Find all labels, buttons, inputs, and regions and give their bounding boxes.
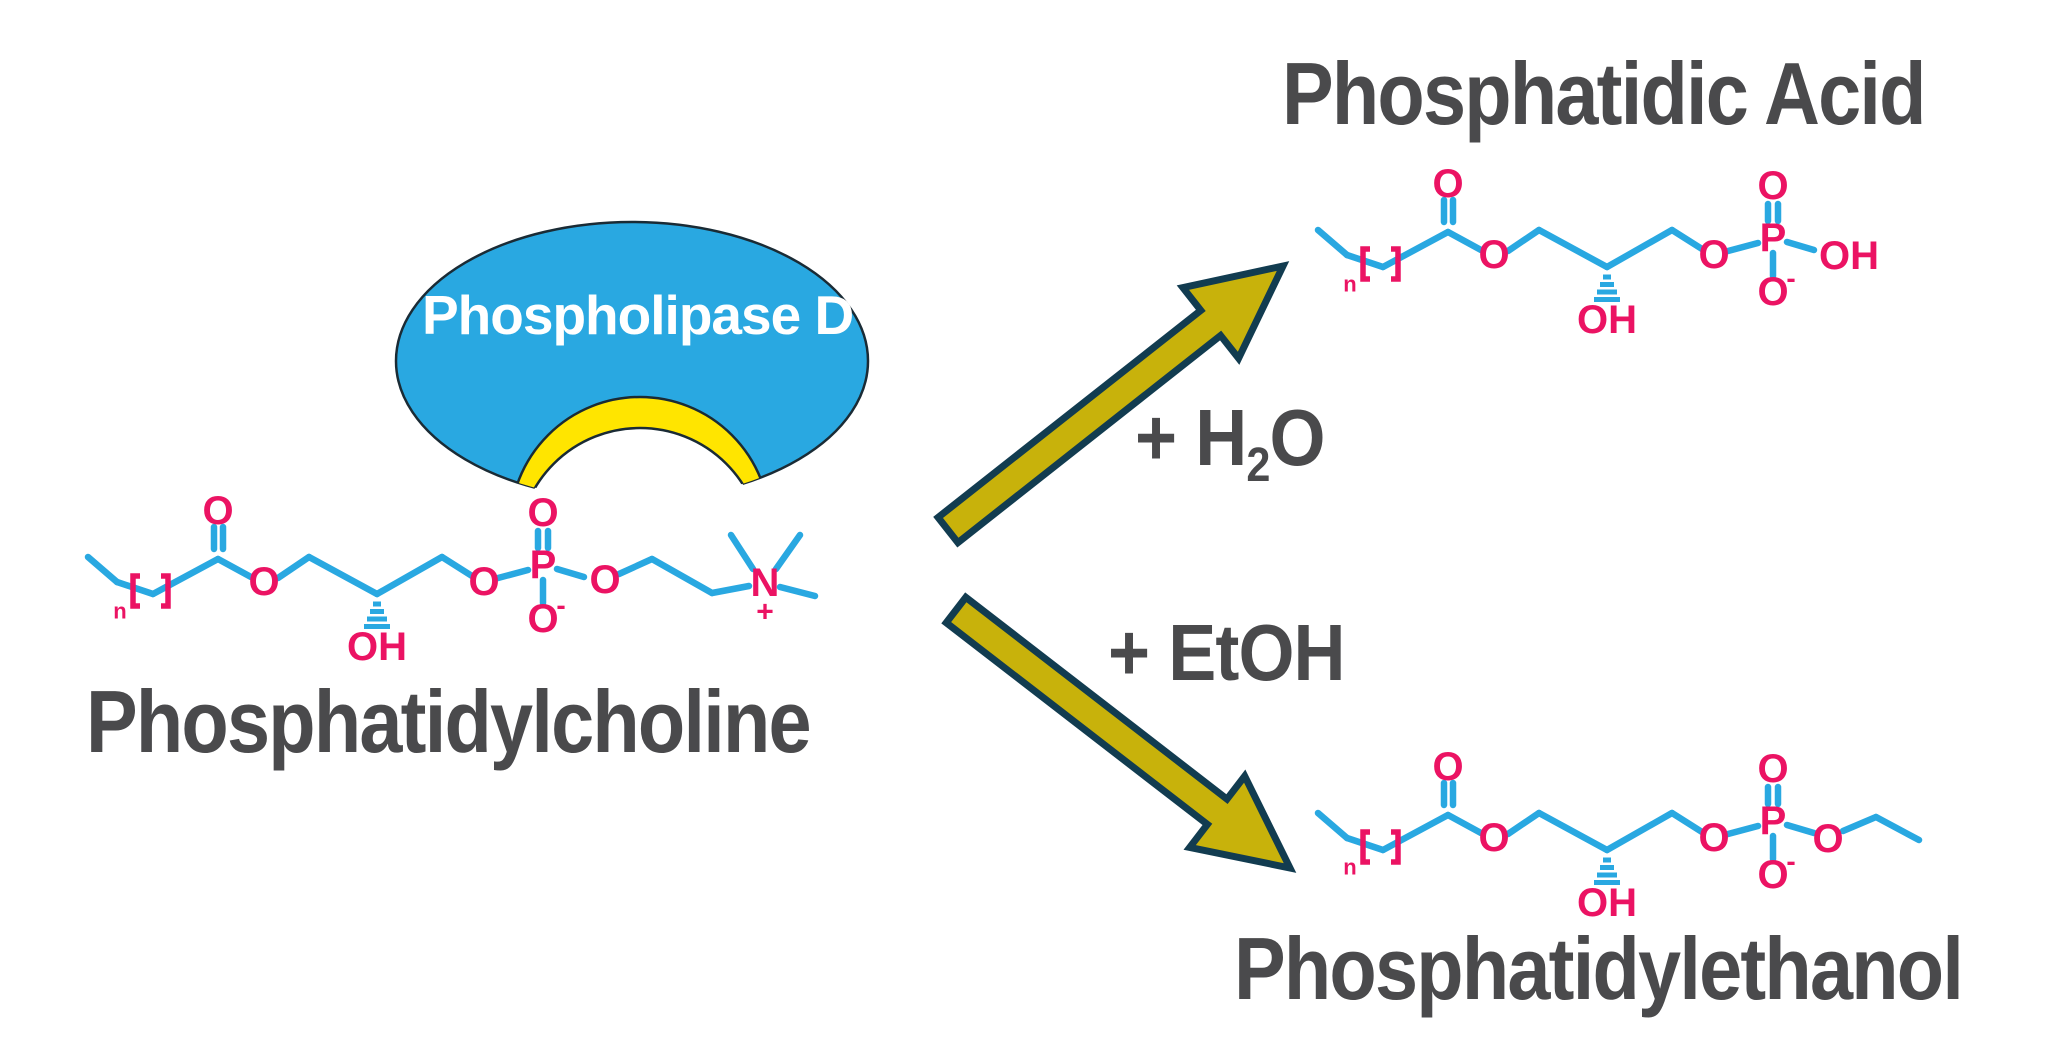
bond xyxy=(1314,226,1351,259)
arrow-to-phosphatidylethanol xyxy=(941,592,1297,873)
label-phosphatidylethanol: Phosphatidylethanol xyxy=(1234,919,1964,1018)
atom-O: O xyxy=(1698,816,1729,860)
atom-OH: OH xyxy=(1577,881,1637,925)
atom-O: O xyxy=(1812,817,1843,861)
bond xyxy=(1603,809,1676,854)
bond xyxy=(772,531,804,573)
repeat-count-n: n xyxy=(1343,855,1356,880)
atom-OH: OH xyxy=(1577,298,1637,342)
bond xyxy=(1724,239,1762,255)
bond xyxy=(1839,813,1880,835)
bond xyxy=(1872,813,1923,844)
atom-O: O xyxy=(1757,164,1788,208)
repeat-bracket-close xyxy=(1391,829,1401,865)
bond xyxy=(494,566,532,582)
bond xyxy=(1603,226,1676,271)
atom-O: O xyxy=(1432,745,1463,789)
atom-P: P xyxy=(1760,216,1787,260)
enzyme-label: Phospholipase D xyxy=(422,284,854,346)
bond xyxy=(1535,226,1611,271)
bond xyxy=(84,553,121,586)
bond xyxy=(1535,809,1611,854)
repeat-bracket-open xyxy=(130,573,140,609)
atom-O: O xyxy=(1432,162,1463,206)
bond xyxy=(274,553,313,582)
repeat-count-n: n xyxy=(1343,272,1356,297)
label-phosphatidylcholine: Phosphatidylcholine xyxy=(86,672,812,771)
atom-O: O xyxy=(1757,747,1788,791)
charge-minus: - xyxy=(1786,846,1795,877)
charge-minus: - xyxy=(556,590,565,621)
repeat-count-n: n xyxy=(113,599,126,624)
bond xyxy=(1668,809,1706,836)
repeat-bracket-close xyxy=(161,573,171,609)
label-plus-h2o: + H2O xyxy=(1135,398,1325,490)
bond xyxy=(438,553,476,580)
bond xyxy=(1504,809,1543,838)
active-site-crescent xyxy=(508,395,772,500)
atom-OH: OH xyxy=(1819,234,1879,278)
phospholipase-d-blob xyxy=(394,220,870,502)
atom-O: O xyxy=(527,491,558,535)
h2o-prefix: + H xyxy=(1135,393,1247,482)
atom-P: P xyxy=(530,543,557,587)
bond xyxy=(1444,228,1485,254)
bond xyxy=(305,553,381,598)
bond xyxy=(1668,226,1706,253)
atom-O: O xyxy=(468,560,499,604)
charge-minus: - xyxy=(1786,263,1795,294)
bond xyxy=(615,555,656,578)
repeat-bracket-open xyxy=(1360,246,1370,282)
bond xyxy=(1783,821,1818,837)
atom-+: + xyxy=(756,596,774,629)
atom-N: N xyxy=(751,561,780,605)
bond xyxy=(1504,226,1543,255)
atom-OH: OH xyxy=(347,625,407,669)
bond xyxy=(1379,228,1452,271)
arrow-to-phosphatidic-acid xyxy=(933,261,1290,548)
bond xyxy=(1444,811,1485,837)
h2o-suffix: O xyxy=(1269,393,1325,482)
bond xyxy=(1783,238,1818,254)
atom-P: P xyxy=(1760,799,1787,843)
atom-O: O xyxy=(1478,233,1509,277)
h2o-subscript: 2 xyxy=(1246,439,1270,492)
atom-O: O xyxy=(202,489,233,533)
atom-O: O xyxy=(1698,233,1729,277)
bite-outline xyxy=(516,426,764,500)
atom-O: O xyxy=(1757,853,1788,897)
atom-O: O xyxy=(1757,270,1788,314)
repeat-bracket-close xyxy=(1391,246,1401,282)
bond xyxy=(776,583,819,600)
atom-O: O xyxy=(248,560,279,604)
bond xyxy=(1724,822,1762,838)
bond xyxy=(373,553,446,598)
label-phosphatidic-acid: Phosphatidic Acid xyxy=(1282,44,1926,143)
bond xyxy=(727,531,757,573)
bond xyxy=(553,565,588,581)
label-plus-etoh: + EtOH xyxy=(1108,608,1346,697)
bond xyxy=(708,582,753,597)
bond xyxy=(648,555,716,597)
atom-O: O xyxy=(589,558,620,602)
bond xyxy=(1314,809,1351,842)
bond xyxy=(214,555,255,581)
atom-O: O xyxy=(1478,816,1509,860)
bond xyxy=(1379,811,1452,854)
atom-O: O xyxy=(527,597,558,641)
bond xyxy=(149,555,222,598)
repeat-bracket-open xyxy=(1360,829,1370,865)
